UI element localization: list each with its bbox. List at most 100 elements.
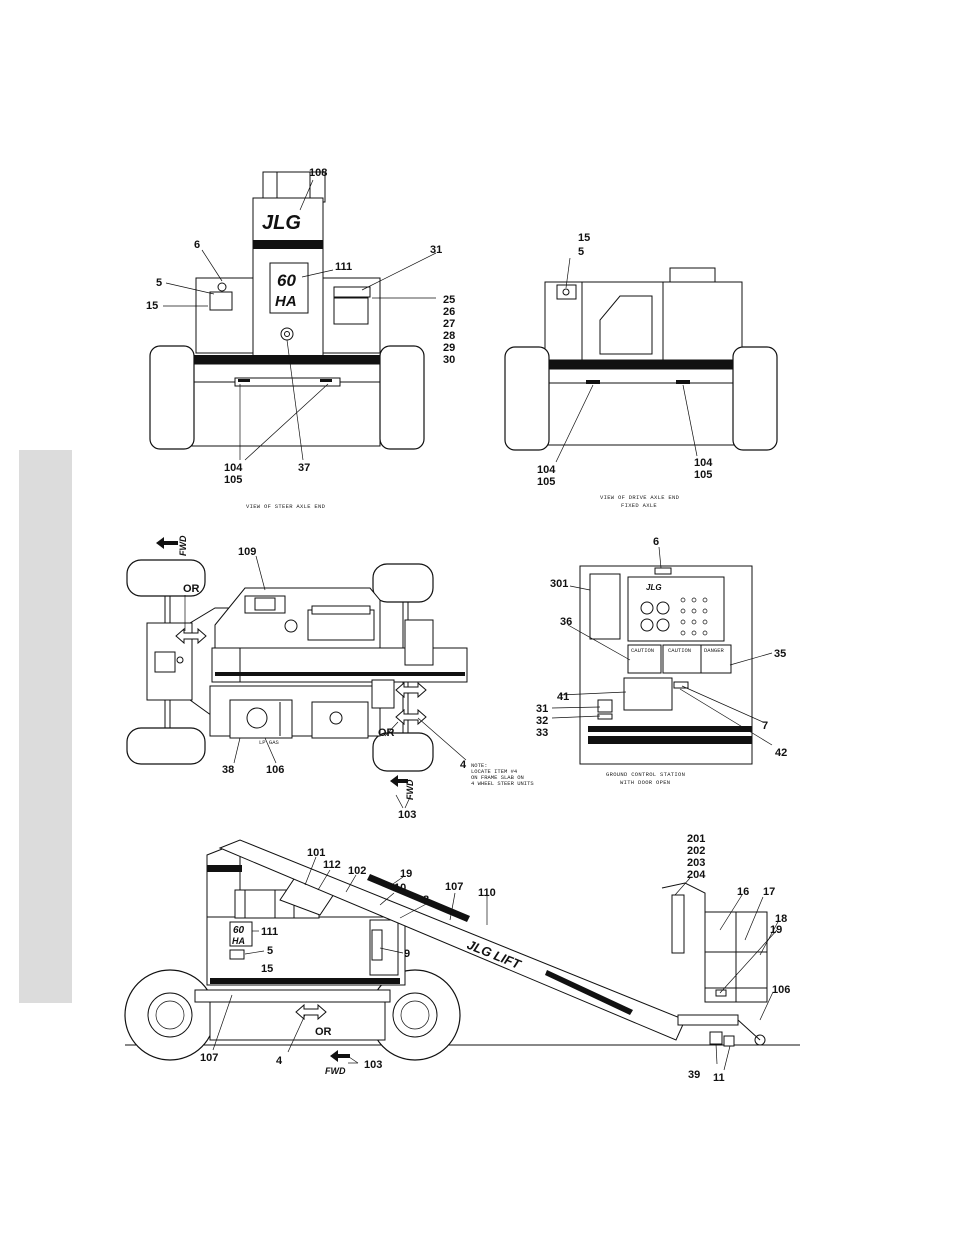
drive-view-leaders <box>555 257 698 463</box>
callout-202: 202 <box>687 845 705 857</box>
callout-105: 105 <box>224 474 242 486</box>
drive-view-caption-line1: VIEW OF DRIVE AXLE END <box>600 494 680 501</box>
callout-103: 103 <box>398 809 416 821</box>
callout-16: 16 <box>737 886 749 898</box>
callout-30: 30 <box>443 354 455 366</box>
callout-7: 7 <box>762 720 768 732</box>
top-view-leaders <box>184 555 467 809</box>
callout-9: 9 <box>404 948 410 960</box>
callout-5: 5 <box>267 945 273 957</box>
callout-111: 111 <box>261 926 278 938</box>
side-view: 60 HA JLG LIFT <box>124 839 800 1062</box>
callout-31: 31 <box>536 703 548 715</box>
callout-105: 105 <box>537 476 555 488</box>
callout-106: 106 <box>266 764 284 776</box>
callout-39: 39 <box>688 1069 700 1081</box>
ground-control-view: JLG CAUTION CAUTION DANGER <box>579 565 753 765</box>
callout-41: 41 <box>557 691 569 703</box>
note-line-4: 4 WHEEL STEER UNITS <box>471 780 534 787</box>
top-view-callouts: FWD OR 109 38 106 OR 4 NOTE: LOCATE ITEM… <box>178 535 534 821</box>
model-decal-bottom-steer: HA <box>275 293 297 310</box>
callout-108: 108 <box>309 167 327 179</box>
drive-view-callouts: 15 5 104 105 104 105 VIEW OF DRIVE AXLE … <box>537 232 713 509</box>
callout-19: 19 <box>400 868 412 880</box>
callout-104: 104 <box>224 462 243 474</box>
callout-31: 31 <box>430 244 442 256</box>
callout-26: 26 <box>443 306 455 318</box>
callout-5: 5 <box>578 246 584 258</box>
ground-control-caption-line1: GROUND CONTROL STATION <box>606 771 685 778</box>
top-view: LP GAS <box>126 537 468 787</box>
fwd-label-side: FWD <box>325 1066 346 1076</box>
callout-5: 5 <box>156 277 162 289</box>
note-line-3: ON FRAME SLAB ON <box>471 774 524 781</box>
fwd-label-top-left: FWD <box>178 535 188 556</box>
callout-15: 15 <box>261 963 273 975</box>
callout-102: 102 <box>348 865 366 877</box>
callout-10: 10 <box>394 882 406 894</box>
callout-32: 32 <box>536 715 548 727</box>
callout-15: 15 <box>578 232 590 244</box>
or-label-top-right: OR <box>378 727 395 739</box>
callout-110: 110 <box>478 887 496 899</box>
danger-decal: DANGER <box>704 647 725 654</box>
ground-control-caption-line2: WITH DOOR OPEN <box>620 779 670 786</box>
jlg-logo-control: JLG <box>646 583 662 592</box>
jlg-logo-steer: JLG <box>262 212 301 234</box>
or-label-top-left: OR <box>183 583 200 595</box>
or-label-side: OR <box>315 1026 332 1038</box>
callout-18: 18 <box>775 913 787 925</box>
callout-106: 106 <box>772 984 790 996</box>
callout-29: 29 <box>443 342 455 354</box>
note-line-1: NOTE: <box>471 762 488 769</box>
callout-37: 37 <box>298 462 310 474</box>
callout-6: 6 <box>653 536 659 548</box>
callout-36: 36 <box>560 616 572 628</box>
callout-301: 301 <box>550 578 568 590</box>
callout-17: 17 <box>763 886 775 898</box>
callout-104: 104 <box>694 457 713 469</box>
ground-control-leaders <box>551 546 773 746</box>
callout-111: 111 <box>335 261 352 273</box>
lp-gas-decal: LP GAS <box>259 739 280 746</box>
callout-104: 104 <box>537 464 556 476</box>
note-line-2: LOCATE ITEM #4 <box>471 768 518 775</box>
callout-107: 107 <box>445 881 463 893</box>
callout-105: 105 <box>694 469 712 481</box>
callout-25: 25 <box>443 294 455 306</box>
side-view-callouts: 101 112 102 19 10 107 110 8 9 111 5 15 1… <box>200 833 790 1084</box>
callout-6: 6 <box>194 239 200 251</box>
callout-109: 109 <box>238 546 256 558</box>
callout-42: 42 <box>775 747 787 759</box>
side-view-leaders <box>212 856 780 1071</box>
callout-107: 107 <box>200 1052 218 1064</box>
callout-19: 19 <box>770 924 782 936</box>
callout-27: 27 <box>443 318 455 330</box>
fwd-label-top-right: FWD <box>405 779 415 800</box>
caution-decal-1: CAUTION <box>631 647 654 654</box>
callout-112: 112 <box>323 859 341 871</box>
steer-view-leaders <box>163 179 437 461</box>
callout-15: 15 <box>146 300 158 312</box>
ground-control-callouts: 6 301 36 35 41 31 32 33 7 42 GROUND CONT… <box>536 536 787 786</box>
switch-grid <box>680 597 708 636</box>
model-decal-top-side: 60 <box>233 925 245 936</box>
steer-view-callouts: 108 6 5 15 111 31 25 26 27 28 29 30 104 … <box>146 167 455 510</box>
steer-view-caption: VIEW OF STEER AXLE END <box>246 503 326 510</box>
drive-view-caption-line2: FIXED AXLE <box>621 502 657 509</box>
callout-4: 4 <box>276 1055 283 1067</box>
callout-35: 35 <box>774 648 786 660</box>
callout-101: 101 <box>307 847 325 859</box>
callout-33: 33 <box>536 727 548 739</box>
callout-8: 8 <box>423 894 429 906</box>
model-decal-top-steer: 60 <box>277 271 296 290</box>
callout-203: 203 <box>687 857 705 869</box>
callout-204: 204 <box>687 869 706 881</box>
callout-103: 103 <box>364 1059 382 1071</box>
callout-28: 28 <box>443 330 455 342</box>
callout-11: 11 <box>713 1072 725 1084</box>
callout-4: 4 <box>460 759 467 771</box>
steer-axle-view: JLG 60 HA <box>149 171 425 450</box>
caution-decal-2: CAUTION <box>668 647 691 654</box>
callout-201: 201 <box>687 833 705 845</box>
